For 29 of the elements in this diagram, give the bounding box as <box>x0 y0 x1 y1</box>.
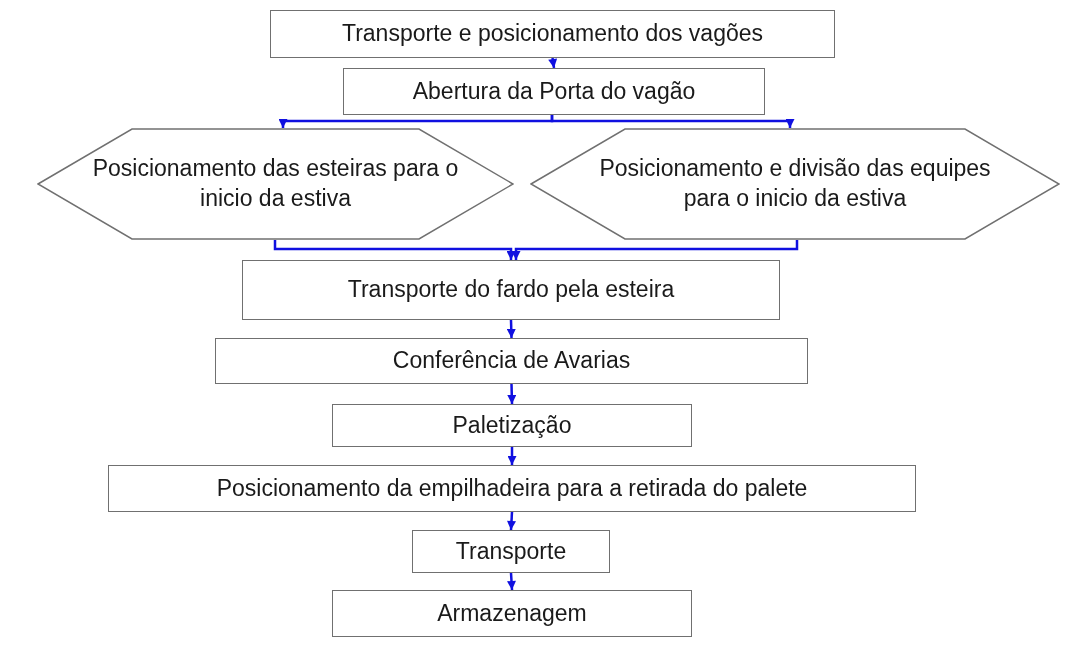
step-label: Abertura da Porta do vagão <box>412 76 696 106</box>
step-label: Posicionamento e divisão das equipes para o inicio da estiva <box>598 154 992 213</box>
arrow <box>507 572 516 591</box>
step-label: Posicionamento das esteiras para o inicio da estiva <box>91 154 460 213</box>
process-box <box>332 590 692 637</box>
process-box <box>242 260 780 320</box>
process-box <box>270 10 835 58</box>
step-label: Transporte <box>455 536 567 566</box>
process-box <box>108 465 916 512</box>
preparation-hexagon <box>530 128 1060 240</box>
process-box <box>412 530 610 573</box>
process-box <box>332 404 692 447</box>
step-label: Armazenagem <box>437 598 587 628</box>
arrow <box>548 57 558 69</box>
step-label: Conferência de Avarias <box>392 346 631 376</box>
arrow <box>511 240 799 260</box>
step-label: Transporte do fardo pela esteira <box>347 275 675 305</box>
step-label: Transporte e posicionamento dos vagões <box>341 19 764 49</box>
preparation-hexagon <box>37 128 514 240</box>
arrow <box>550 115 795 128</box>
arrow <box>507 447 517 465</box>
arrow <box>507 511 516 531</box>
step-label: Posicionamento da empilhadeira para a retirada do palete <box>216 473 808 503</box>
arrow <box>506 319 516 339</box>
arrow <box>273 240 516 260</box>
arrow <box>507 383 517 405</box>
process-box <box>343 68 765 115</box>
step-label: Paletização <box>452 410 572 440</box>
process-box <box>215 338 808 384</box>
